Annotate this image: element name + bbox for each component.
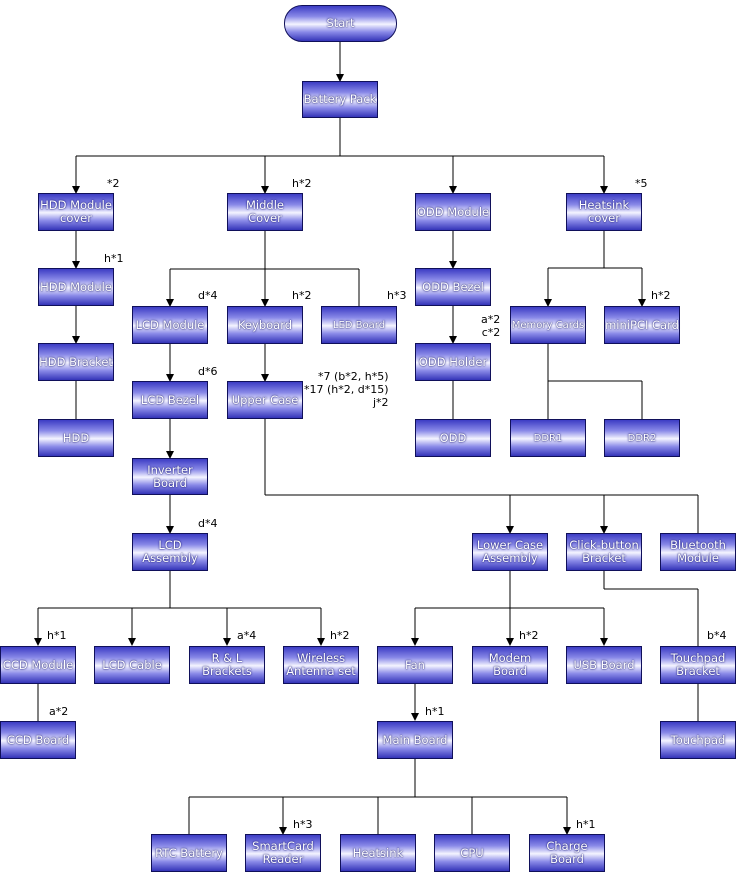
main-board-node: Main Board: [377, 721, 453, 759]
annotation-ccd-module: h*1: [47, 629, 67, 642]
annotation-rl-brackets: a*4: [237, 629, 257, 642]
annotation-minipci-card: h*2: [651, 289, 671, 302]
lcd-cable-node: LCD Cable: [94, 646, 170, 684]
odd-holder-node: ODD Holder: [415, 343, 491, 381]
bluetooth-module-node: Bluetooth Module: [660, 533, 736, 571]
minipci-card-node: miniPCI Card: [604, 306, 680, 344]
annotation-middle-cover: h*2: [292, 177, 312, 190]
ddr2-node: DDR2: [604, 419, 680, 457]
annotation-charge-board: h*1: [576, 818, 596, 831]
annotation-heatsink-cover: *5: [635, 177, 648, 190]
lcd-bezel-node: LCD Bezel: [132, 381, 208, 419]
smartcard-reader-node: SmartCard Reader: [245, 834, 321, 872]
annotation-lcd-bezel: d*6: [198, 365, 218, 378]
annotation-keyboard: h*2: [292, 289, 312, 302]
annotation-ccd-board: a*2: [49, 705, 69, 718]
heatsink-node: Heatsink: [340, 834, 416, 872]
modem-board-node: Modem Board: [472, 646, 548, 684]
click-button-bracket-node: Click-button Bracket: [566, 533, 642, 571]
annotation-smartcard-reader: h*3: [293, 818, 313, 831]
ccd-module-node: CCD Module: [0, 646, 76, 684]
annotation-hdd-module: h*1: [104, 252, 124, 265]
charge-board-node: Charge Board: [529, 834, 605, 872]
led-board-node: LED Board: [321, 306, 397, 344]
annotation-lcd-module: d*4: [198, 289, 218, 302]
odd-node: ODD: [415, 419, 491, 457]
odd-bezel-node: ODD Bezel: [415, 268, 491, 306]
annotation-lcd-assembly: d*4: [198, 517, 218, 530]
lcd-module-node: LCD Module: [132, 306, 208, 344]
touchpad-bracket-node: Touchpad Bracket: [660, 646, 736, 684]
annotation-wireless-antenna-set: h*2: [330, 629, 350, 642]
hdd-module-node: HDD Module: [38, 268, 114, 306]
ddr1-node: DDR1: [510, 419, 586, 457]
annotation-upper-case: *7 (b*2, h*5) *17 (h*2, d*15) j*2: [304, 370, 389, 409]
start-node: Start: [284, 5, 397, 42]
touchpad-node: Touchpad: [660, 721, 736, 759]
odd-module-node: ODD Module: [415, 193, 491, 231]
keyboard-node: Keyboard: [227, 306, 303, 344]
annotation-odd-holder: a*2 c*2: [481, 313, 501, 339]
lower-case-assembly-node: Lower Case Assembly: [472, 533, 548, 571]
usb-board-node: USB Board: [566, 646, 642, 684]
battery-pack-node: Battery Pack: [302, 81, 378, 118]
lcd-assembly-node: LCD Assembly: [132, 533, 208, 571]
annotation-modem-board: h*2: [519, 629, 539, 642]
upper-case-node: Upper Case: [227, 381, 303, 419]
inverter-board-node: Inverter Board: [132, 458, 208, 495]
middle-cover-node: Middle Cover: [227, 193, 303, 231]
ccd-board-node: CCD Board: [0, 721, 76, 759]
cpu-node: CPU: [434, 834, 510, 872]
fan-node: Fan: [377, 646, 453, 684]
rl-brackets-node: R & L Brackets: [189, 646, 265, 684]
annotation-touchpad-bracket: b*4: [707, 629, 727, 642]
annotation-led-board: h*3: [387, 289, 407, 302]
hdd-bracket-node: HDD Bracket: [38, 343, 114, 381]
rtc-battery-node: RTC Battery: [151, 834, 227, 872]
heatsink-cover-node: Heatsink cover: [566, 193, 642, 231]
memory-cards-node: Memory Cards: [510, 306, 586, 344]
hdd-module-cover-node: HDD Module cover: [38, 193, 114, 231]
annotation-hdd-module-cover: *2: [107, 177, 120, 190]
hdd-node: HDD: [38, 419, 114, 457]
annotation-main-board: h*1: [425, 705, 445, 718]
wireless-antenna-set-node: Wireless Antenna set: [283, 646, 359, 684]
